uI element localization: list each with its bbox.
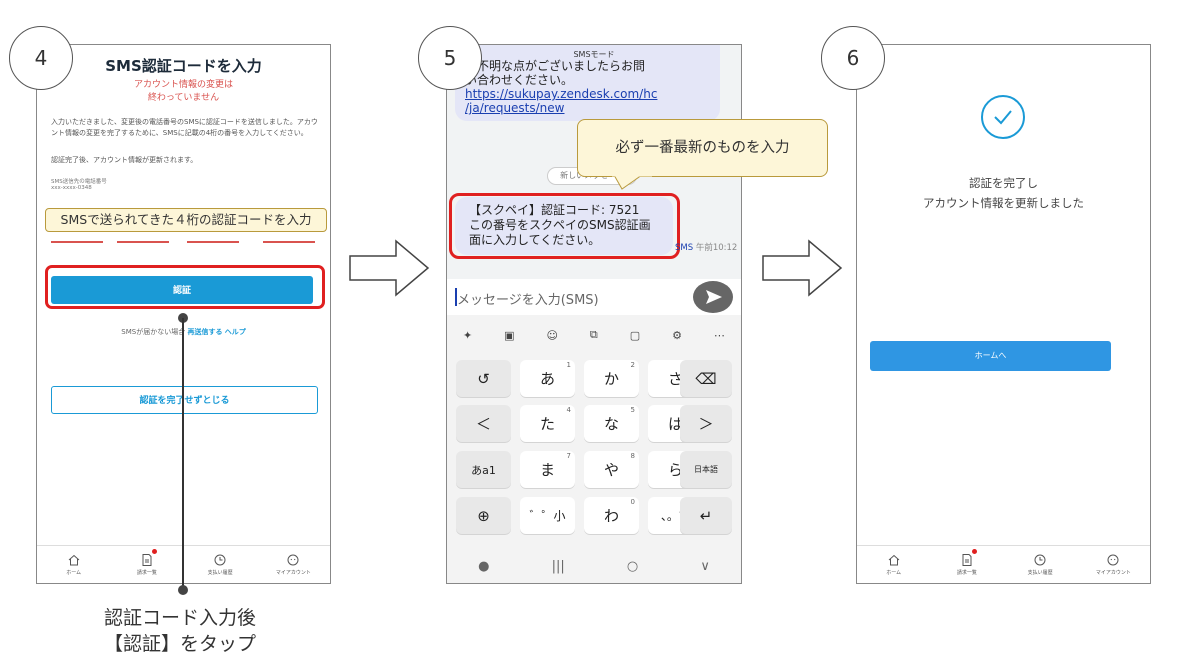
support-link[interactable]: https://sukupay.zendesk.com/hc — [465, 87, 658, 101]
code-digit-field-1[interactable] — [51, 241, 103, 243]
bottom-nav: ホーム 請求一覧 支払い履歴 マイアカウント — [857, 545, 1150, 583]
send-icon — [706, 290, 722, 304]
arrow-right-icon — [762, 239, 843, 297]
nav-my-account[interactable]: マイアカウント — [257, 546, 330, 583]
cursor-right-key[interactable]: ＞ — [680, 405, 732, 442]
message-input-row: メッセージを入力(SMS) — [447, 279, 741, 315]
sparkle-icon[interactable]: ✦ — [462, 328, 473, 342]
nav-my-account[interactable]: マイアカウント — [1077, 546, 1150, 583]
warning-text: アカウント情報の変更は 終わっていません — [133, 80, 233, 103]
home-circle-icon[interactable]: ○ — [626, 558, 639, 574]
caption-line-2: 【認証】をタップ — [103, 633, 256, 655]
code-input-annotation: SMSで送られてきた４桁の認証コードを入力 — [45, 208, 327, 232]
mic-icon[interactable]: ● — [478, 558, 490, 574]
step-number-4: 4 — [9, 26, 73, 90]
latest-message-tooltip: 必ず一番最新のものを入力 — [577, 119, 828, 177]
text-caret — [455, 288, 457, 306]
auth-complete-screen: 認証を完了し アカウント情報を更新しました ホームへ ホーム 請求一覧 支払い履… — [856, 44, 1151, 584]
description-text: 入力いただきました、変更後の電話番号のSMSに認証コードを送信しました。アカウン… — [51, 118, 318, 137]
language-key[interactable]: 日本語 — [680, 451, 732, 488]
phone-number: xxx-xxxx-0348 — [51, 185, 92, 191]
face-icon — [1107, 554, 1119, 566]
nav-invoices[interactable]: 請求一覧 — [930, 546, 1003, 583]
complete-message: 認証を完了し アカウント情報を更新しました — [923, 176, 1084, 210]
keyboard: ✦ ▣ ☺ ⧉ ▢ ⚙ ⋯ ↺ ＜ あa1 ⊕ あ1 か2 さ3 た4 な5 は… — [447, 315, 741, 583]
home-icon — [888, 554, 899, 566]
emoji-icon[interactable]: ☺ — [546, 328, 558, 342]
page-title: SMS認証コードを入力 — [105, 57, 262, 75]
message-timestamp: SMS 午前10:12 — [675, 243, 738, 253]
kana-key-dakuten[interactable]: ゛゜小 — [520, 497, 575, 534]
done-note: 認証完了後、アカウント情報が更新されます。 — [51, 156, 198, 164]
nav-invoices[interactable]: 請求一覧 — [110, 546, 183, 583]
nav-home[interactable]: ホーム — [857, 546, 930, 583]
go-home-button[interactable]: ホームへ — [870, 341, 1111, 371]
code-message-bubble: 【スクペイ】認証コード: 7521 この番号をスクペイのSMS認証画 面に入力し… — [455, 197, 673, 255]
sticker-icon[interactable]: ▣ — [504, 328, 515, 342]
step-number-5: 5 — [418, 26, 482, 90]
sms-code-screen: SMS認証コードを入力 アカウント情報の変更は 終わっていません 入力いただきま… — [36, 44, 331, 584]
tooltip-pointer — [612, 175, 652, 190]
code-message-highlight — [449, 193, 680, 259]
code-digit-field-2[interactable] — [117, 241, 169, 243]
previous-message-bubble: ご不明な点がございましたらお問 い合わせください。 https://sukupa… — [455, 45, 720, 121]
help-link[interactable]: ヘルプ — [224, 328, 246, 336]
nav-payment-history[interactable]: 支払い履歴 — [184, 546, 257, 583]
cursor-left-key[interactable]: ＜ — [456, 405, 511, 442]
nav-home[interactable]: ホーム — [37, 546, 110, 583]
callout-line — [182, 318, 184, 590]
cancel-auth-button[interactable]: 認証を完了せずとじる — [51, 386, 318, 414]
globe-key[interactable]: ⊕ — [456, 497, 511, 534]
keyboard-toolbar: ✦ ▣ ☺ ⧉ ▢ ⚙ ⋯ — [447, 321, 741, 349]
document-icon — [142, 554, 152, 566]
message-input[interactable]: メッセージを入力(SMS) — [457, 293, 599, 308]
sms-mode-label: SMSモード — [573, 50, 615, 59]
translate-icon[interactable]: ⧉ — [589, 328, 598, 341]
check-circle-icon — [981, 95, 1025, 139]
arrow-right-icon — [349, 239, 430, 297]
settings-icon[interactable]: ⚙ — [672, 328, 682, 342]
chevron-down-icon[interactable]: ∨ — [700, 558, 710, 574]
undo-key[interactable]: ↺ — [456, 360, 511, 397]
auth-button[interactable]: 認証 — [51, 276, 313, 304]
backspace-key[interactable]: ⌫ — [680, 360, 732, 397]
more-icon[interactable]: ⋯ — [713, 328, 725, 342]
notification-dot — [972, 549, 978, 554]
code-digit-field-4[interactable] — [263, 241, 315, 243]
nav-payment-history[interactable]: 支払い履歴 — [1004, 546, 1077, 583]
resend-row: SMSが届かない場合 再送信する ヘルプ — [37, 327, 330, 337]
callout-dot-bottom — [178, 585, 188, 595]
clock-icon — [214, 554, 226, 566]
resend-prefix: SMSが届かない場合 — [121, 328, 186, 336]
recents-icon[interactable]: ||| — [551, 558, 565, 574]
mode-switch-key[interactable]: あa1 — [456, 451, 511, 488]
clipboard-icon[interactable]: ▢ — [629, 328, 641, 342]
code-digit-field-3[interactable] — [187, 241, 239, 243]
home-icon — [68, 554, 79, 566]
clock-icon — [1034, 554, 1046, 566]
auth-button-highlight — [45, 265, 325, 309]
system-nav-bar: ● ||| ○ ∨ — [447, 549, 741, 583]
enter-key[interactable]: ↵ — [680, 497, 732, 534]
notification-dot — [152, 549, 158, 554]
send-button[interactable] — [693, 281, 733, 313]
face-icon — [287, 554, 299, 566]
support-link-cont[interactable]: /ja/requests/new — [465, 101, 565, 115]
phone-label: SMS送信先の電話番号 — [51, 179, 107, 185]
step-number-6: 6 — [821, 26, 885, 90]
resend-link[interactable]: 再送信する — [187, 328, 223, 336]
document-icon — [962, 554, 972, 566]
caption-line-1: 認証コード入力後 — [103, 607, 256, 629]
